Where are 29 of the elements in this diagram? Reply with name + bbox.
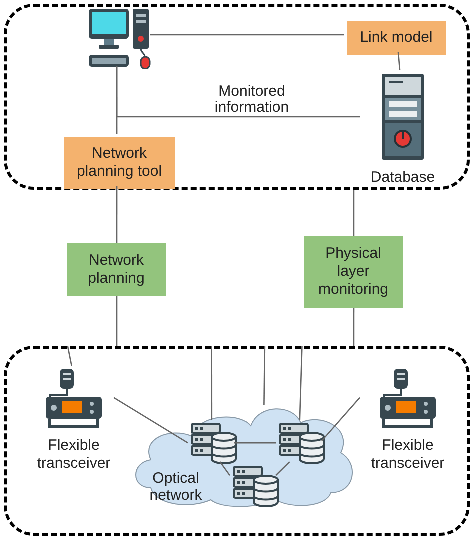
connector-line xyxy=(114,397,188,444)
connector-line xyxy=(220,462,231,476)
connector-line xyxy=(116,186,118,243)
connector-line xyxy=(67,346,72,366)
node-label: Flexible transceiver xyxy=(370,437,446,473)
process-box: Link model xyxy=(347,21,446,55)
process-box: Network planning xyxy=(67,243,166,296)
server-database-icon xyxy=(233,466,279,508)
server-database-icon xyxy=(279,423,325,465)
connector-line xyxy=(116,296,118,346)
process-box: Physical layer monitoring xyxy=(304,236,403,308)
connector-line xyxy=(264,346,266,405)
connector-line xyxy=(353,190,355,236)
connector-line xyxy=(234,442,276,444)
connector-line xyxy=(276,462,290,476)
server-database-icon xyxy=(191,423,237,465)
node-label: Database xyxy=(370,169,436,187)
connector-line xyxy=(398,52,401,70)
dashed-boundary xyxy=(4,346,470,536)
connector-line xyxy=(353,308,355,346)
node-label: Optical network xyxy=(148,470,204,504)
connector-line xyxy=(322,397,360,442)
process-box: Network planning tool xyxy=(64,137,175,189)
connector-line xyxy=(211,346,213,420)
computer-icon xyxy=(87,7,153,69)
node-label: Flexible transceiver xyxy=(36,437,112,473)
connector-line xyxy=(116,66,118,134)
connector-line xyxy=(150,34,344,36)
connector-line xyxy=(299,346,303,420)
